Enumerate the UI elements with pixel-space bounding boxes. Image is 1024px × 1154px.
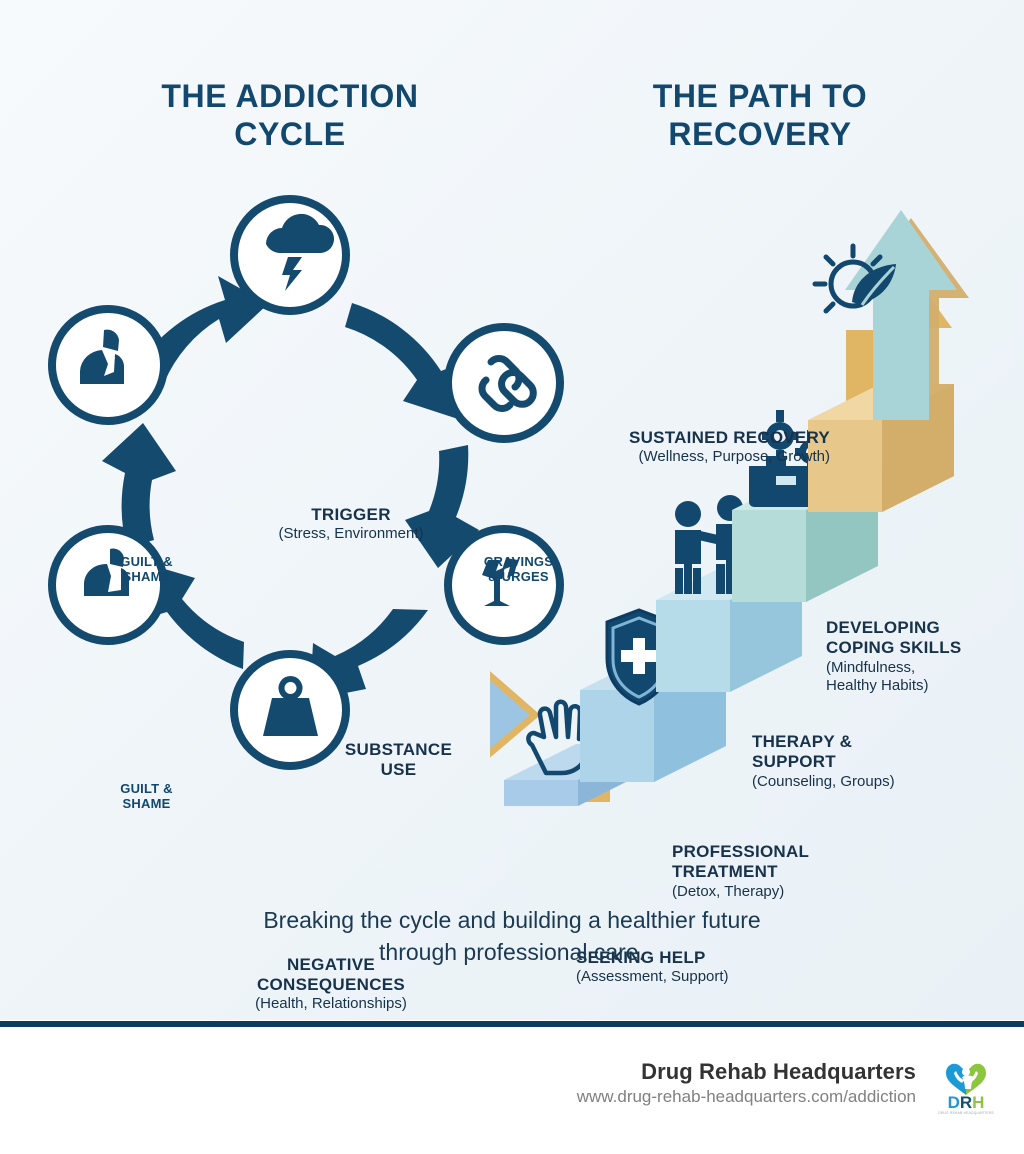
storm-cloud-icon: [266, 213, 335, 291]
right-panel-title: THE PATH TO RECOVERY: [560, 78, 960, 154]
chain-link-icon: [478, 355, 537, 412]
coping-sub2: Healthy Habits): [826, 676, 929, 694]
trigger-sub: (Stress, Environment): [278, 525, 424, 543]
cycle-node-cravings: [444, 323, 564, 443]
cravings-line1: CRAVINGS: [483, 554, 554, 569]
person-figure-icon: [954, 1068, 978, 1089]
guilt-line1-b: GUILT &: [120, 781, 173, 796]
therapy-head1: THERAPY &: [752, 732, 853, 751]
cycle-node-trigger: [230, 195, 350, 315]
seek-sub: (Assessment, Support): [576, 968, 729, 986]
step-label-professional-treatment: PROFESSIONAL TREATMENT (Detox, Therapy): [672, 842, 872, 901]
cycle-graphic: [48, 195, 564, 770]
logo-tagline: DRUG REHAB HEADQUARTERS: [938, 1111, 994, 1115]
negative-line1: NEGATIVE: [286, 955, 376, 974]
substance-line2: USE: [380, 760, 417, 780]
substance-line1: SUBSTANCE: [344, 740, 453, 759]
cycle-node-label-guilt-shame-2: GUILT & SHAME: [84, 781, 209, 811]
caption: Breaking the cycle and building a health…: [180, 905, 844, 968]
step-label-sustained-recovery: SUSTAINED RECOVERY (Wellness, Purpose, G…: [590, 428, 830, 466]
coping-sub1: (Mindfulness,: [826, 658, 916, 676]
left-title-line1: THE ADDICTION: [161, 78, 419, 114]
footer: Drug Rehab Headquarters www.drug-rehab-h…: [0, 1027, 1024, 1154]
footer-text-block: Drug Rehab Headquarters www.drug-rehab-h…: [577, 1059, 916, 1107]
drh-logo: DRH DRUG REHAB HEADQUARTERS: [938, 1063, 994, 1115]
brand-name: Drug Rehab Headquarters: [641, 1059, 916, 1084]
breaking-cycle-arrow: [490, 671, 539, 758]
right-title-line1: THE PATH TO: [652, 78, 868, 114]
cycle-node-label-cravings: CRAVINGS & URGES: [456, 554, 581, 584]
main-panel: THE ADDICTION CYCLE THE PATH TO RECOVERY: [0, 0, 1024, 1020]
step-label-seeking-help: SEEKING HELP (Assessment, Support): [576, 948, 806, 986]
step-label-developing-coping-skills: DEVELOPING COPING SKILLS (Mindfulness, H…: [826, 618, 1024, 695]
therapy-head2: SUPPORT: [752, 752, 836, 772]
seek-head: SEEKING HELP: [576, 948, 706, 967]
cycle-node-label-guilt-shame-1: GUILT & SHAME: [84, 554, 209, 584]
logo-wordmark: DRH: [948, 1093, 985, 1112]
guilt-line1: GUILT &: [120, 554, 173, 569]
prof-head1: PROFESSIONAL: [672, 842, 810, 861]
caption-line2: through professional care.: [379, 938, 645, 965]
coping-head2: COPING SKILLS: [826, 638, 962, 658]
negative-sub: (Health, Relationships): [255, 995, 407, 1013]
cycle-label-trigger: TRIGGER (Stress, Environment): [226, 505, 476, 543]
sustained-sub: (Wellness, Purpose, Growth): [638, 448, 830, 466]
footer-divider: [0, 1021, 1024, 1027]
staircase-graphic: [490, 210, 969, 806]
prof-head2: TREATMENT: [672, 862, 778, 882]
cycle-node-guilt-shame-2: [48, 525, 168, 645]
right-title-line2: RECOVERY: [668, 115, 852, 152]
addiction-cycle-diagram: GUILT & SHAME GUILT & SHAME CRAVINGS & U…: [36, 180, 566, 1012]
left-title-line2: CYCLE: [234, 115, 346, 152]
guilt-line2: SHAME: [122, 568, 171, 584]
cycle-node-negative-consequences: [230, 650, 350, 770]
prof-sub: (Detox, Therapy): [672, 882, 785, 900]
cycle-label-substance-use: SUBSTANCE USE: [316, 740, 481, 780]
person-hands-face-icon: [80, 329, 124, 384]
trigger-head: TRIGGER: [311, 505, 391, 524]
negative-line2: CONSEQUENCES: [256, 975, 406, 995]
brand-url[interactable]: www.drug-rehab-headquarters.com/addictio…: [576, 1087, 916, 1106]
therapy-sub: (Counseling, Groups): [752, 772, 895, 790]
sun-leaf-icon: [812, 243, 896, 314]
guilt-line2-b: SHAME: [122, 795, 171, 811]
cravings-line2: & URGES: [488, 568, 549, 584]
coping-head1: DEVELOPING: [826, 618, 940, 637]
person-head-down-icon: [83, 548, 129, 596]
heavy-weight-icon: [263, 676, 318, 736]
cycle-label-negative-consequences: NEGATIVE CONSEQUENCES (Health, Relations…: [211, 955, 451, 1013]
sustained-head: SUSTAINED RECOVERY: [629, 428, 830, 447]
step-label-therapy-support: THERAPY & SUPPORT (Counseling, Groups): [752, 732, 957, 791]
cycle-node-guilt-shame-1: [48, 305, 168, 425]
caption-line1: Breaking the cycle and building a health…: [263, 907, 761, 933]
toolbox-gears-icon: [749, 410, 827, 507]
recovery-staircase-diagram: SUSTAINED RECOVERY (Wellness, Purpose, G…: [490, 170, 1024, 985]
cycle-node-substance-use: [444, 525, 564, 645]
left-panel-title: THE ADDICTION CYCLE: [60, 78, 520, 154]
broken-glass-icon: [482, 558, 518, 606]
